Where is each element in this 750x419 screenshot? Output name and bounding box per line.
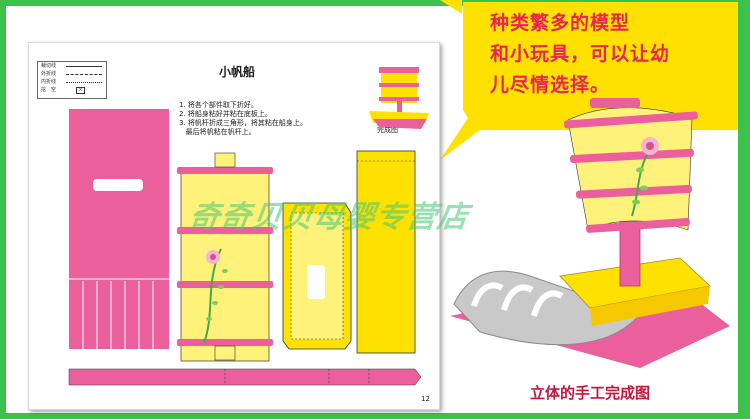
boat-sail [567, 107, 693, 231]
preview-boat [369, 67, 429, 129]
legend-outer-fold: 外折线 [38, 70, 106, 78]
page-number: 12 [421, 395, 430, 403]
pink-fringe-part [69, 109, 169, 349]
line-legend: 裁切线 外折线 内折线 挖 空× [37, 61, 107, 99]
step-3: 3. 将帆杆折成三角形，将其粘在船身上。 [179, 119, 307, 127]
finished-caption: 完成图 [377, 126, 398, 134]
step-3-cont: 最后将帆粘在帆杆上。 [179, 128, 256, 136]
step-2: 2. 将船身粘好并粘在底板上。 [179, 110, 272, 118]
finished-boat-illustration [450, 98, 730, 368]
tall-yellow-part [356, 150, 416, 354]
watermark-text: 奇奇贝贝母婴专营店 [187, 200, 471, 235]
step-1: 1. 将各个部件取下折好。 [179, 101, 258, 109]
yellow-pocket-part [282, 202, 352, 350]
legend-cutout: 挖 空× [38, 86, 106, 94]
callout-text: 种类繁多的模型 和小玩具，可以让幼 儿尽情选择。 [490, 12, 671, 96]
legend-inner-fold: 内折线 [38, 78, 106, 86]
bubble-ear [440, 0, 462, 14]
craft-parts [68, 67, 429, 386]
pink-bottom-strip [68, 368, 422, 386]
sail-part [177, 152, 273, 362]
legend-cut: 裁切线 [38, 62, 106, 70]
page-title: 小帆船 [219, 65, 256, 79]
instruction-steps: 1. 将各个部件取下折好。2. 将船身粘好并粘在底板上。3. 将帆杆折成三角形，… [179, 101, 307, 137]
bottom-caption: 立体的手工完成图 [530, 384, 651, 402]
right-edge-band [738, 0, 750, 419]
craft-page: 裁切线 外折线 内折线 挖 空× 小帆船 1. 将各个部件取下折好。2. 将船身… [28, 42, 440, 410]
